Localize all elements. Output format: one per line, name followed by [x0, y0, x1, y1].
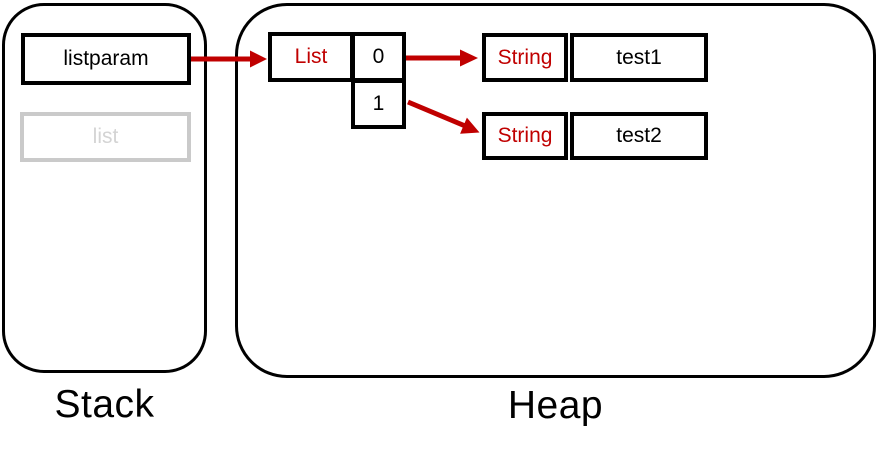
heap-string-object-1-type-cell: String: [482, 33, 568, 82]
heap-list-object-index-0-label: 0: [372, 45, 385, 68]
heap-list-object-index-0-cell: 0: [351, 32, 406, 82]
stack-variable-list-label: list: [92, 125, 119, 148]
heap-list-object-type-label: List: [294, 45, 328, 68]
heap-title: Heap: [507, 384, 604, 427]
heap-string-object-1-value-cell: test1: [570, 33, 708, 82]
stack-variable-list-ghost: list: [20, 112, 191, 162]
stack-variable-listparam: listparam: [21, 33, 191, 85]
heap-list-object-type-cell: List: [268, 32, 354, 82]
heap-string-object-2-value-cell: test2: [570, 112, 708, 160]
stack-title: Stack: [54, 383, 155, 426]
heap-string-object-1-type-label: String: [497, 45, 553, 69]
heap-list-object-index-1-cell: 1: [351, 79, 406, 129]
heap-string-object-1-value: test1: [616, 45, 662, 69]
heap-string-object-2-type-cell: String: [482, 112, 568, 160]
heap-string-object-2-type-label: String: [497, 124, 553, 147]
heap-string-object-2-value: test2: [616, 124, 662, 147]
stack-variable-listparam-label: listparam: [63, 47, 149, 70]
heap-list-object-index-1-label: 1: [372, 92, 385, 115]
